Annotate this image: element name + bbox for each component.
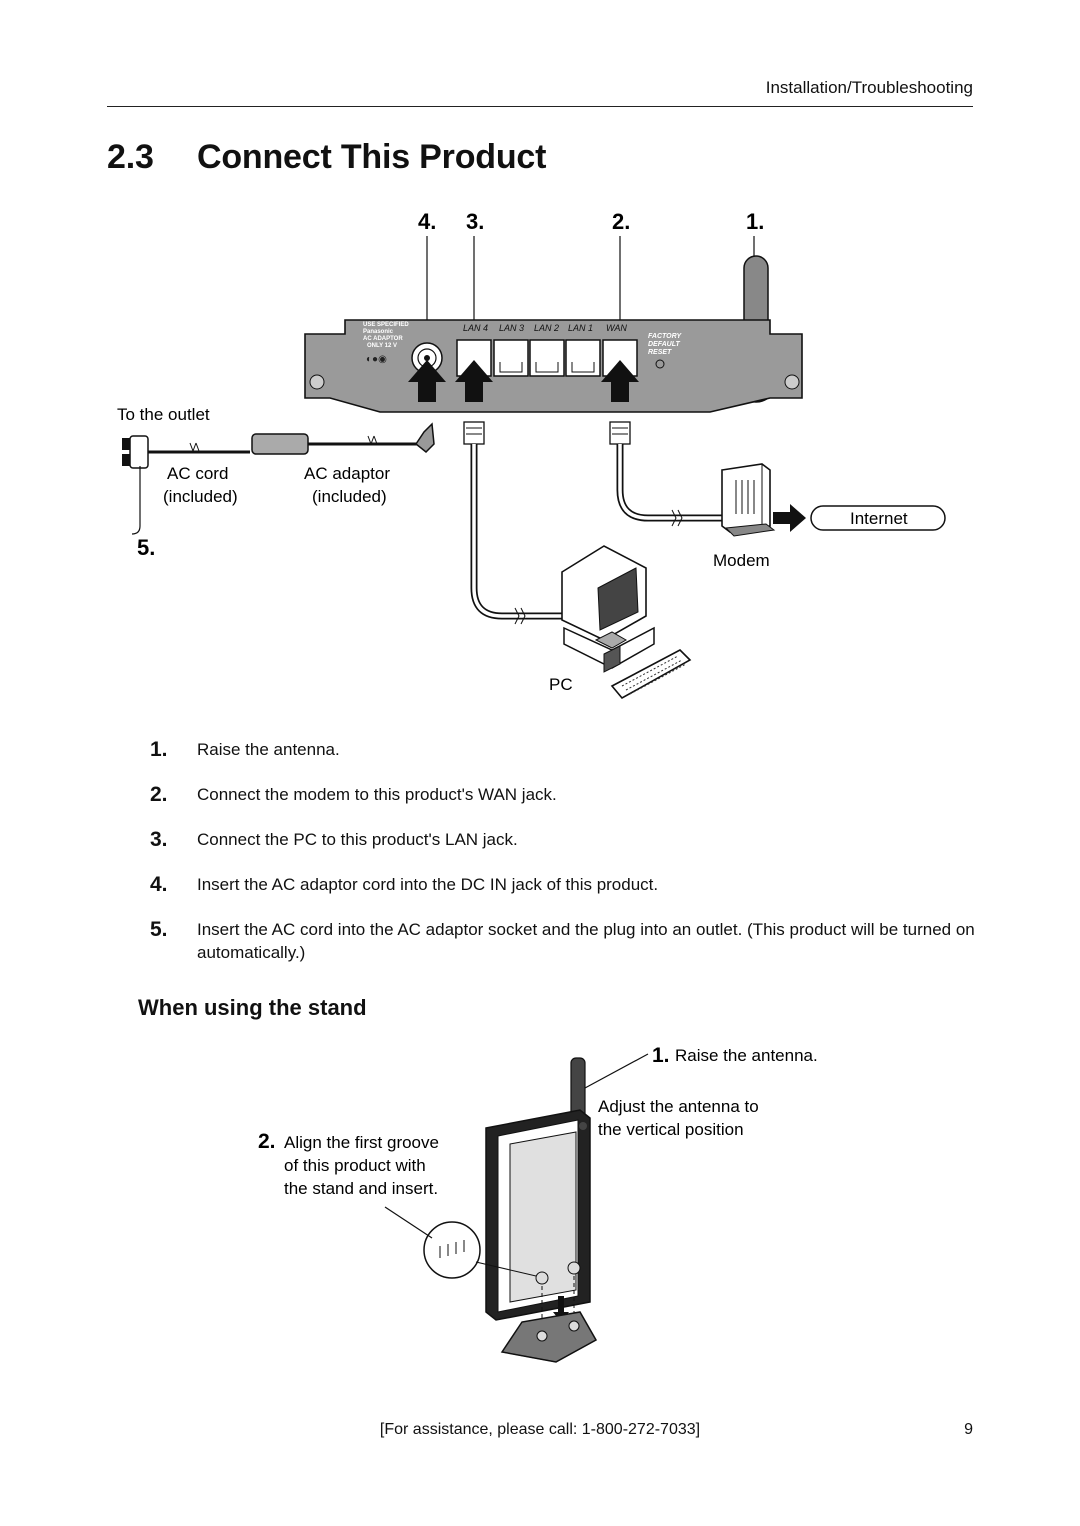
arrow-up-icon bbox=[408, 360, 446, 402]
step-item: 2. Connect the modem to this product's WA… bbox=[150, 783, 980, 806]
ac-adaptor-note: (included) bbox=[312, 487, 387, 506]
port-label-default: DEFAULT bbox=[648, 341, 680, 348]
step-item: 1. Raise the antenna. bbox=[150, 738, 980, 761]
callout-4: 4. bbox=[418, 209, 436, 234]
router-back-panel: USE SPECIFIED Panasonic AC ADAPTOR ONLY … bbox=[304, 319, 803, 413]
stand-step2-num: 2. bbox=[258, 1130, 276, 1153]
arrow-right-icon bbox=[773, 504, 806, 532]
port-label-lan4: LAN 4 bbox=[463, 323, 488, 333]
step-text: Insert the AC adaptor cord into the DC I… bbox=[197, 875, 659, 894]
port-label-ac-adaptor: AC ADAPTOR bbox=[363, 336, 403, 342]
section-header: Installation/Troubleshooting bbox=[765, 78, 973, 97]
ac-cord-label: AC cord bbox=[167, 464, 228, 483]
steps-list: 1. Raise the antenna. 2. Connect the modem… bbox=[150, 738, 980, 986]
ac-adaptor bbox=[251, 422, 435, 455]
arrow-up-icon bbox=[601, 360, 639, 402]
lan-cable bbox=[463, 421, 570, 625]
stand-step1-num: 1. bbox=[652, 1044, 670, 1067]
callout-5: 5. bbox=[137, 535, 155, 560]
arrow-up-icon bbox=[455, 360, 493, 402]
step-number: 4. bbox=[150, 873, 168, 896]
step-item: 3. Connect the PC to this product's LAN j… bbox=[150, 828, 980, 851]
stand-step2-line3: the stand and insert. bbox=[284, 1179, 438, 1198]
modem bbox=[721, 463, 776, 537]
stand-illustration bbox=[384, 1053, 649, 1363]
footer-assistance: [For assistance, please call: 1-800-272-… bbox=[379, 1421, 701, 1438]
section-title: Connect This Product bbox=[197, 138, 547, 176]
step-text: Raise the antenna. bbox=[197, 740, 340, 759]
port-label-lan3: LAN 3 bbox=[499, 323, 524, 333]
stand-step1-note-line2: the vertical position bbox=[598, 1120, 744, 1139]
port-label-use-specified: USE SPECIFIED bbox=[363, 322, 409, 328]
step-text: Insert the AC cord into the AC adaptor s… bbox=[197, 920, 975, 962]
ac-cord-note: (included) bbox=[163, 487, 238, 506]
callout-3: 3. bbox=[466, 209, 484, 234]
step-number: 2. bbox=[150, 783, 168, 806]
modem-label: Modem bbox=[713, 551, 770, 570]
internet-label: Internet bbox=[850, 509, 908, 528]
port-label-factory: FACTORY bbox=[648, 333, 683, 340]
port-label-panasonic: Panasonic bbox=[363, 329, 394, 335]
port-label-only-12v: ONLY 12 V bbox=[367, 343, 397, 349]
header-divider bbox=[107, 106, 973, 107]
step-item: 5. Insert the AC cord into the AC adaptor… bbox=[150, 918, 980, 964]
stand-step2-line2: of this product with bbox=[284, 1156, 426, 1175]
ac-cord bbox=[122, 435, 250, 469]
stand-step1-text: Raise the antenna. bbox=[675, 1046, 818, 1065]
to-outlet-label: To the outlet bbox=[117, 405, 210, 424]
stand-step1-note-line1: Adjust the antenna to bbox=[598, 1097, 759, 1116]
page-number: 9 bbox=[964, 1421, 973, 1438]
page-title: 2.3 Connect This Product bbox=[107, 138, 546, 177]
step-text: Connect the modem to this product's WAN … bbox=[197, 785, 557, 804]
wan-cable bbox=[609, 421, 722, 527]
callout-1: 1. bbox=[746, 209, 764, 234]
section-number: 2.3 bbox=[107, 138, 154, 176]
pc-label: PC bbox=[549, 675, 573, 694]
stand-step2-line1: Align the first groove bbox=[284, 1133, 439, 1152]
step-text: Connect the PC to this product's LAN jac… bbox=[197, 830, 518, 849]
step-number: 1. bbox=[150, 738, 168, 761]
port-label-lan1: LAN 1 bbox=[568, 323, 593, 333]
internet-cloud bbox=[810, 505, 946, 531]
step-item: 4. Insert the AC adaptor cord into the DC… bbox=[150, 873, 980, 896]
svg-text:◐●◉: ◐●◉ bbox=[366, 354, 387, 365]
callout-2: 2. bbox=[612, 209, 630, 234]
step-number: 5. bbox=[150, 918, 168, 941]
port-label-lan2: LAN 2 bbox=[534, 323, 559, 333]
pc-computer bbox=[561, 545, 692, 700]
port-label-wan: WAN bbox=[606, 323, 627, 333]
step-number: 3. bbox=[150, 828, 168, 851]
ac-adaptor-label: AC adaptor bbox=[304, 464, 390, 483]
stand-heading: When using the stand bbox=[138, 995, 367, 1020]
port-label-reset: RESET bbox=[648, 349, 672, 356]
